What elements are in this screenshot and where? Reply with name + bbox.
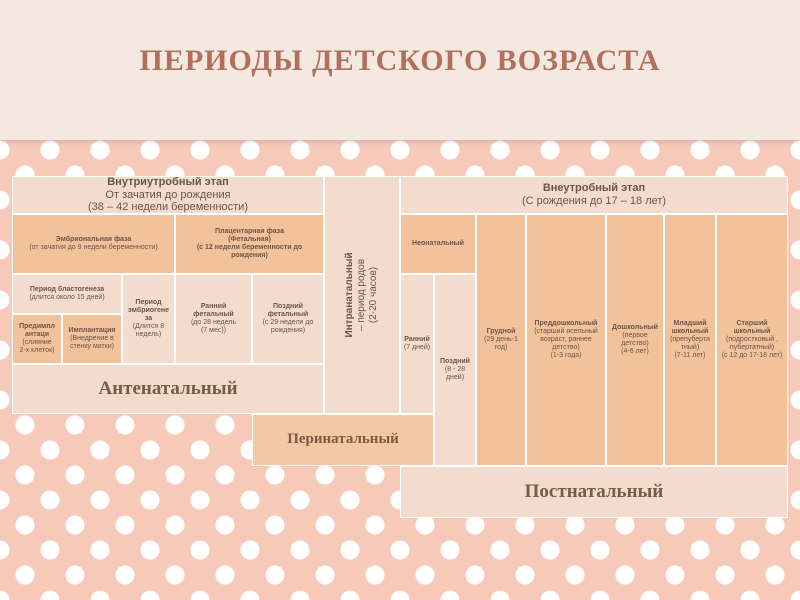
embryonic-phase-title: Эмбриональная фаза: [55, 235, 132, 243]
antenatal-header-title: Внутриутробный этап: [107, 176, 229, 189]
embryonic-phase-note: (от зачатия до 9 недели беременности): [29, 244, 158, 251]
preimplantation-note1: (слияние: [22, 339, 52, 346]
implantation-note2: стенку матки): [69, 343, 115, 351]
early-neonatal-title: Ранний: [404, 335, 430, 343]
preschool-early-title: Преддошкольный: [534, 319, 598, 327]
postnatal-header: Внеутробный этап (С рождения до 17 – 18 …: [400, 176, 788, 214]
embryonic-phase: Эмбриональная фаза (от зачатия до 9 неде…: [12, 214, 175, 274]
late-fetal-note1: (с 29 недели до: [262, 319, 314, 326]
perinatal-label-cell: Перинатальный: [252, 414, 434, 466]
antenatal-header-line2: (38 – 42 недели беременности): [88, 201, 248, 214]
implantation-period: Имплантация (Внедрение в стенку матки): [62, 314, 122, 364]
early-neonatal-note: (7 дней): [403, 344, 431, 351]
antenatal-header-line1: От зачатия до рождения: [105, 188, 231, 201]
early-fetal-period: Ранний фетальный (до 28 недель (7 мес)): [175, 274, 252, 364]
embryogenesis-line1: Период: [135, 298, 162, 306]
infant-note2: год): [494, 344, 508, 352]
title-band: ПЕРИОДЫ ДЕТСКОГО ВОЗРАСТА: [0, 0, 800, 140]
embryogenesis-note1: (Длится 8: [132, 323, 165, 331]
early-fetal-note2: (7 мес)): [200, 327, 227, 335]
embryogenesis-line2: эмбриогене: [128, 306, 169, 314]
senior-school-note1: (подростковый ,: [725, 335, 779, 343]
senior-school-line1: Старший: [736, 319, 768, 327]
preschool-title: Дошкольный: [612, 323, 658, 331]
infant-period: Грудной (29 день-1 год): [476, 214, 526, 466]
neonatal-period: Неонатальный: [400, 214, 476, 274]
placental-phase-line2: (Фетальная): [228, 235, 271, 243]
late-fetal-line1: Поздний: [273, 302, 303, 310]
early-fetal-line2: фетальный: [193, 310, 234, 318]
postnatal-header-line1: (С рождения до 17 – 18 лет): [521, 195, 667, 207]
late-fetal-note2: рождения): [270, 327, 306, 335]
intranatal-line1: Интранатальный: [344, 252, 355, 338]
embryogenesis-period: Период эмбриогене за (Длится 8 недель): [122, 274, 175, 364]
placental-phase: Плацентарная фаза (Фетальная) (с 12 неде…: [175, 214, 324, 274]
late-fetal-line2: фетальный: [267, 310, 309, 318]
intranatal-period: Интранатальный – период родов (2-20 часо…: [324, 176, 400, 414]
senior-school-line2: школьный: [733, 327, 771, 335]
blastogenesis-period: Период бластогенеза (длится около 15 дне…: [12, 274, 122, 314]
junior-school-period: Младший школьный (препуберта тный) (7-11…: [664, 214, 716, 466]
postnatal-header-title: Внеутробный этап: [542, 182, 646, 195]
preschool-early-note3: детство): [552, 344, 580, 352]
senior-school-period: Старший школьный (подростковый , пуберта…: [716, 214, 788, 466]
late-fetal-period: Поздний фетальный (с 29 недели до рожден…: [252, 274, 324, 364]
preimplantation-period: Предимпл антаци (слияние 2-х клеток): [12, 314, 62, 364]
late-neonatal-note2: дней): [445, 374, 465, 382]
preimplantation-note2: 2-х клеток): [19, 347, 55, 355]
neonatal-title: Неонатальный: [412, 239, 464, 247]
implantation-note1: (Внедрение в: [70, 334, 114, 342]
preschool-period: Дошкольный (первое детство) (4-6 лет): [606, 214, 664, 466]
late-neonatal-title: Поздний: [440, 357, 470, 365]
slide-title: ПЕРИОДЫ ДЕТСКОГО ВОЗРАСТА: [139, 44, 661, 77]
preschool-early-note4: (1-3 года): [550, 352, 582, 360]
preimplantation-line1: Предимпл: [19, 322, 55, 330]
junior-school-line1: Младший: [673, 319, 707, 327]
preschool-note1: (первое: [622, 331, 648, 339]
preschool-note2: детство): [621, 340, 649, 347]
postnatal-label-cell: Постнатальный: [400, 466, 788, 518]
early-fetal-note1: (до 28 недель: [190, 319, 237, 326]
junior-school-note3: (7-11 лет): [674, 352, 706, 360]
embryogenesis-line3: за: [144, 314, 153, 322]
placental-phase-line3: (с 12 недели беременности до: [196, 244, 303, 251]
early-neonatal-period: Ранний (7 дней): [400, 274, 434, 414]
preimplantation-line2: антаци: [24, 330, 50, 338]
perinatal-label: Перинатальный: [287, 431, 399, 448]
late-neonatal-note1: (8 - 28: [444, 365, 466, 373]
preschool-note3: (4-6 лет): [621, 348, 649, 356]
postnatal-label: Постнатальный: [524, 481, 664, 503]
intranatal-line2: – период родов: [356, 258, 367, 332]
junior-school-line2: школьный: [671, 327, 709, 335]
blastogenesis-note: (длится около 15 дней): [29, 294, 105, 301]
intranatal-line3: (2-20 часов): [368, 266, 379, 324]
junior-school-note1: (препуберта: [670, 335, 710, 343]
antenatal-label-cell: Антенатальный: [12, 364, 324, 414]
implantation-title: Имплантация: [68, 326, 116, 334]
embryogenesis-note2: недель): [135, 331, 162, 339]
blastogenesis-title: Период бластогенеза: [29, 285, 105, 293]
preschool-early-note1: (старший ясельный: [534, 327, 598, 335]
intranatal-text: Интранатальный – период родов (2-20 часо…: [344, 252, 380, 337]
senior-school-note2: пубертатный): [729, 344, 775, 352]
antenatal-header: Внутриутробный этап От зачатия до рожден…: [12, 176, 324, 214]
infant-note1: (29 день-1: [484, 335, 518, 343]
placental-phase-line4: рождения): [231, 252, 268, 260]
infant-title: Грудной: [486, 327, 516, 335]
early-fetal-line1: Ранний: [200, 302, 227, 310]
preschool-early-note2: возраст, раннее: [540, 335, 592, 343]
preschool-early-period: Преддошкольный (старший ясельный возраст…: [526, 214, 606, 466]
antenatal-label: Антенатальный: [98, 378, 238, 400]
late-neonatal-period: Поздний (8 - 28 дней): [434, 274, 476, 466]
junior-school-note2: тный): [680, 344, 700, 352]
placental-phase-title: Плацентарная фаза: [215, 227, 284, 235]
senior-school-note3: (с 12 до 17-18 лет): [721, 352, 783, 360]
